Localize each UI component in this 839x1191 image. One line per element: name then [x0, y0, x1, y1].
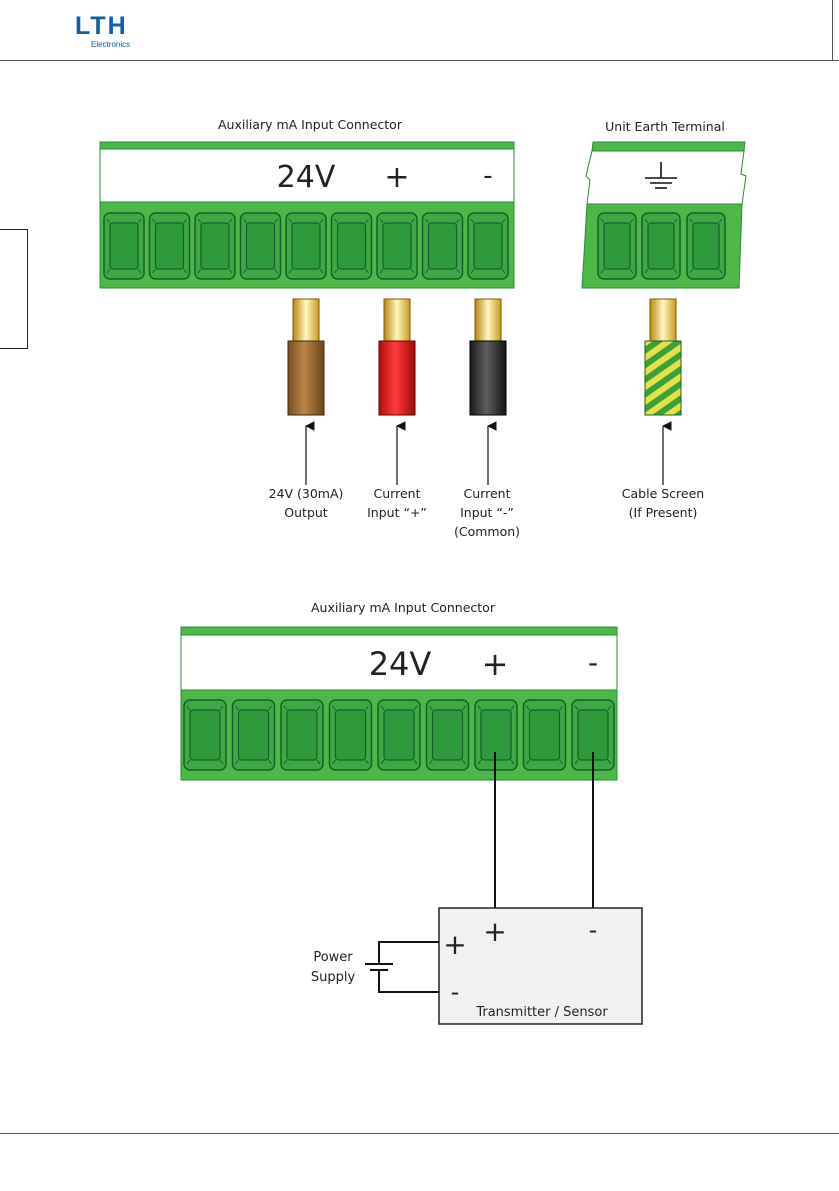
label-plus-line2: Input “+” — [367, 505, 427, 520]
bottom-connector-title: Auxiliary mA Input Connector — [311, 600, 496, 615]
bottom-terminal-slot — [378, 700, 420, 770]
wire-current-plus — [379, 299, 415, 415]
top-mark-minus: - — [483, 161, 492, 191]
label-screen-line1: Cable Screen — [622, 486, 704, 501]
transmitter-label: Transmitter / Sensor — [475, 1005, 608, 1020]
top-terminal-slot — [332, 213, 372, 279]
top-mark-24v: 24V — [277, 160, 336, 195]
supply-minus: - — [451, 978, 460, 1006]
earth-terminal-slot — [687, 213, 725, 279]
supply-wire-plus — [379, 942, 439, 964]
bottom-terminal-slot — [524, 700, 566, 770]
transmitter-minus: - — [589, 916, 598, 944]
bottom-connector-strip-top — [181, 627, 617, 635]
label-minus-line1: Current — [464, 486, 511, 501]
top-terminal-slot — [241, 213, 281, 279]
label-minus-line2: Input “-” — [460, 505, 514, 520]
wire-screen-insulation — [645, 341, 681, 415]
top-connector: 24V + - — [100, 142, 514, 288]
bottom-terminal-slot — [184, 700, 226, 770]
top-terminal-slot — [468, 213, 508, 279]
top-mark-plus: + — [384, 160, 409, 195]
bottom-terminal-slot — [281, 700, 323, 770]
bottom-terminal-slot — [233, 700, 275, 770]
wire-24v-insulation — [288, 341, 324, 415]
earth-terminal-slot — [598, 213, 636, 279]
bottom-terminal-slot — [330, 700, 372, 770]
bottom-terminal-slot — [427, 700, 469, 770]
bottom-mark-24v: 24V — [369, 645, 432, 683]
earth-terminal — [582, 142, 746, 288]
wire-screen-pin — [650, 299, 676, 341]
supply-label-line1: Power — [313, 950, 353, 965]
wire-plus-insulation — [379, 341, 415, 415]
label-minus-line3: (Common) — [454, 524, 520, 539]
label-plus-line1: Current — [374, 486, 421, 501]
label-24v-line2: Output — [284, 505, 328, 520]
label-24v-line1: 24V (30mA) — [269, 486, 344, 501]
top-terminal-slot — [150, 213, 190, 279]
transmitter-plus: + — [483, 915, 506, 948]
top-connector-title: Auxiliary mA Input Connector — [218, 117, 403, 132]
earth-strip-top — [592, 142, 745, 151]
top-terminal-slot — [286, 213, 326, 279]
supply-wire-minus — [379, 970, 439, 992]
top-connector-strip-top — [100, 142, 514, 149]
bottom-connector: 24V + - — [181, 627, 617, 780]
label-screen-line2: (If Present) — [629, 505, 698, 520]
earth-terminal-title: Unit Earth Terminal — [605, 119, 725, 134]
top-terminal-slot — [423, 213, 463, 279]
supply-plus: + — [443, 928, 466, 961]
bottom-mark-minus: - — [588, 646, 598, 679]
wire-24v-pin — [293, 299, 319, 341]
wire-current-minus — [470, 299, 506, 415]
wire-plus-pin — [384, 299, 410, 341]
wire-cable-screen — [645, 299, 681, 415]
top-terminal-slot — [104, 213, 144, 279]
earth-terminal-slot — [642, 213, 680, 279]
wire-minus-insulation — [470, 341, 506, 415]
bottom-mark-plus: + — [482, 645, 509, 683]
supply-label-line2: Supply — [311, 970, 356, 985]
wire-minus-pin — [475, 299, 501, 341]
top-terminal-slot — [377, 213, 417, 279]
wire-24v-output — [288, 299, 324, 415]
top-terminal-slot — [195, 213, 235, 279]
